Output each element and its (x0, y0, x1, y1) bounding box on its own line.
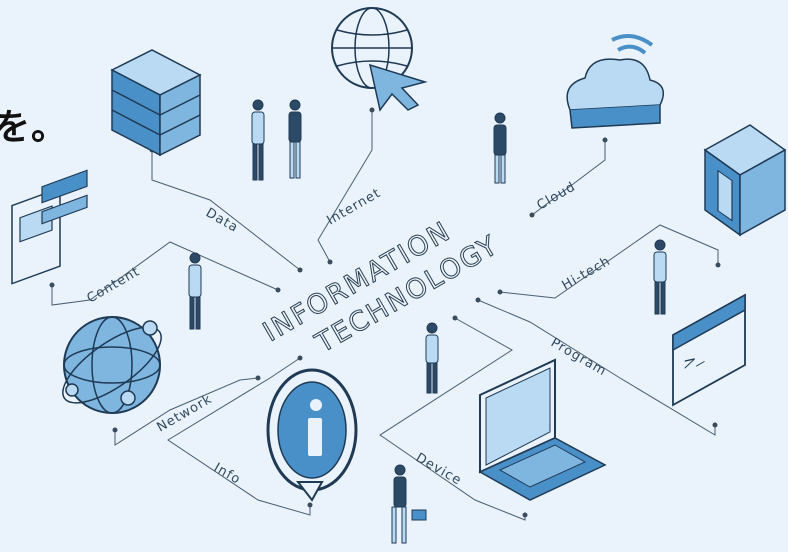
server-icon (110, 49, 202, 157)
atom-network-icon (62, 316, 162, 414)
center-title: INFORMATION TECHNOLOGY (258, 215, 505, 360)
person-cloud (493, 112, 507, 184)
microchip-icon (703, 124, 787, 237)
person-center (425, 322, 439, 394)
person-handshake-right (288, 99, 302, 179)
label-hitech: Hi-tech (560, 254, 614, 294)
info-bubble-icon (266, 368, 358, 502)
globe-cursor-icon (331, 7, 428, 112)
label-program: Program (548, 335, 609, 379)
label-info: Info (211, 460, 243, 487)
person-content (188, 252, 202, 330)
code-window-icon: >_ (672, 293, 746, 407)
page-heading: を。 (0, 107, 69, 148)
label-content: Content (85, 264, 143, 306)
content-cards-icon (11, 169, 88, 285)
person-hitech (653, 239, 667, 315)
label-data: Data (203, 205, 241, 236)
cloud-wifi-icon (566, 34, 665, 129)
label-device: Device (413, 450, 464, 488)
person-handshake-left (251, 99, 265, 181)
laptop-icon (478, 358, 607, 501)
label-cloud: Cloud (535, 179, 579, 213)
people-figures (188, 99, 667, 544)
label-internet: Internet (325, 186, 384, 229)
person-walking (391, 464, 427, 544)
